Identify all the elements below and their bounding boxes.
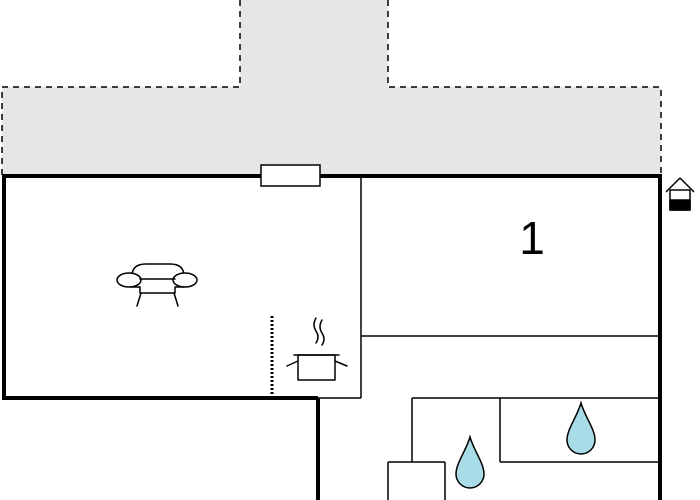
water-drop-icon bbox=[566, 400, 596, 455]
window bbox=[260, 164, 321, 187]
terrace-area bbox=[2, 0, 661, 176]
interior-walls bbox=[318, 176, 660, 500]
sofa-icon bbox=[116, 263, 198, 307]
terrace-dashed-outline bbox=[1, 0, 662, 176]
room-number-label: 1 bbox=[519, 212, 545, 264]
house-entrance-icon bbox=[665, 177, 695, 211]
exterior-walls bbox=[2, 174, 662, 500]
cooking-pot-icon bbox=[286, 317, 348, 381]
water-drop-icon bbox=[455, 434, 485, 489]
